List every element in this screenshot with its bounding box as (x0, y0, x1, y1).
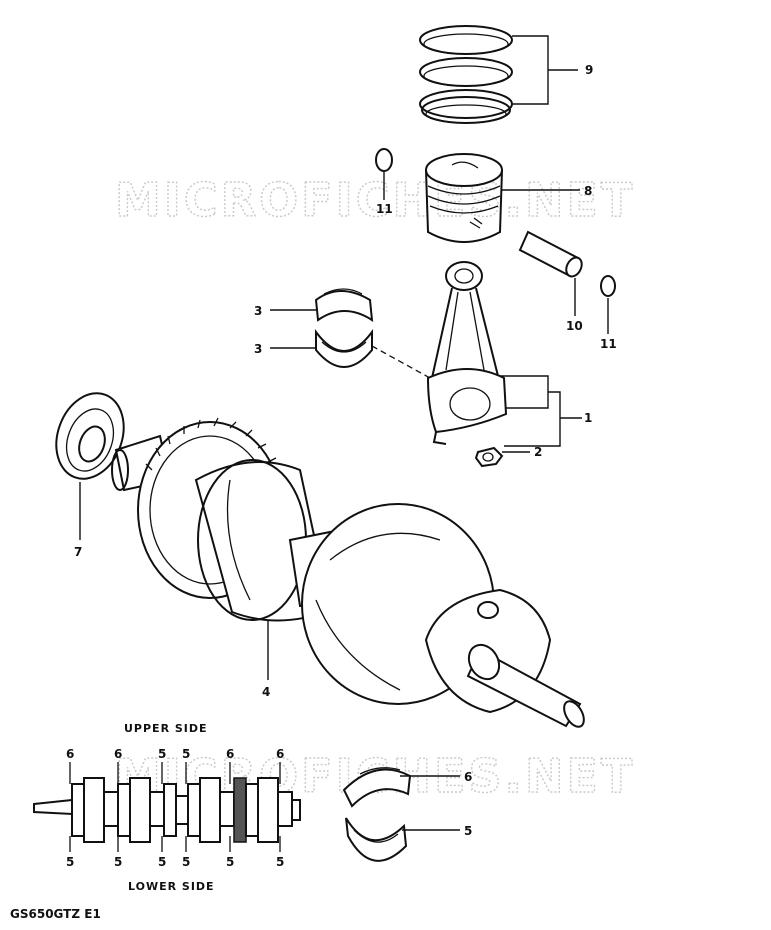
piston-pin (518, 230, 583, 278)
callout-10: 10 (566, 319, 583, 333)
crank-bearing-lower (315, 328, 373, 368)
callout-5: 5 (464, 824, 472, 838)
watermark-top: MICROFICHES.NET (115, 173, 635, 227)
callout-3-lower: 3 (254, 342, 262, 356)
inset-upper-number: 6 (66, 747, 74, 761)
callout-9: 9 (585, 63, 593, 77)
piston-rings (419, 25, 513, 124)
callout-1: 1 (584, 411, 592, 425)
callout-8: 8 (584, 184, 592, 198)
inset-lower-numbers: 5 5 5 5 5 5 (66, 836, 284, 869)
callout-6: 6 (464, 770, 472, 784)
upper-side-label: UPPER SIDE (124, 722, 208, 735)
connecting-rod (426, 261, 508, 445)
inset-lower-number: 5 (276, 855, 284, 869)
inset-lower-number: 5 (182, 855, 190, 869)
crank-bearing-upper (314, 288, 374, 322)
inset-lower-number: 5 (114, 855, 122, 869)
callout-11-right: 11 (600, 337, 617, 351)
callout-3-upper: 3 (254, 304, 262, 318)
inset-lower-number: 5 (158, 855, 166, 869)
inset-upper-number: 5 (182, 747, 190, 761)
inset-lower-number: 5 (66, 855, 74, 869)
crankshaft (111, 417, 585, 728)
model-code: GS650GTZ E1 (10, 907, 101, 921)
inset-upper-number: 6 (226, 747, 234, 761)
lower-side-label: LOWER SIDE (128, 880, 215, 893)
inset-upper-number: 5 (158, 747, 166, 761)
circlip-right (600, 275, 616, 297)
callout-7: 7 (74, 545, 82, 559)
inset-lower-number: 5 (226, 855, 234, 869)
journal-bearing-lower (345, 817, 408, 862)
inset-upper-number: 6 (114, 747, 122, 761)
inset-upper-numbers: 6 6 5 5 6 6 (66, 747, 284, 784)
oil-seal (55, 392, 125, 480)
inset-upper-number: 6 (276, 747, 284, 761)
callout-11-left: 11 (376, 202, 393, 216)
callout-4: 4 (262, 685, 270, 699)
rod-nut (474, 446, 504, 468)
journal-bearing-upper (342, 767, 412, 808)
piston (425, 153, 503, 243)
circlip-left (375, 148, 393, 172)
crankshaft-inset: UPPER SIDE LOWER SIDE 6 6 5 5 6 6 5 (33, 722, 301, 893)
callout-2: 2 (534, 445, 542, 459)
